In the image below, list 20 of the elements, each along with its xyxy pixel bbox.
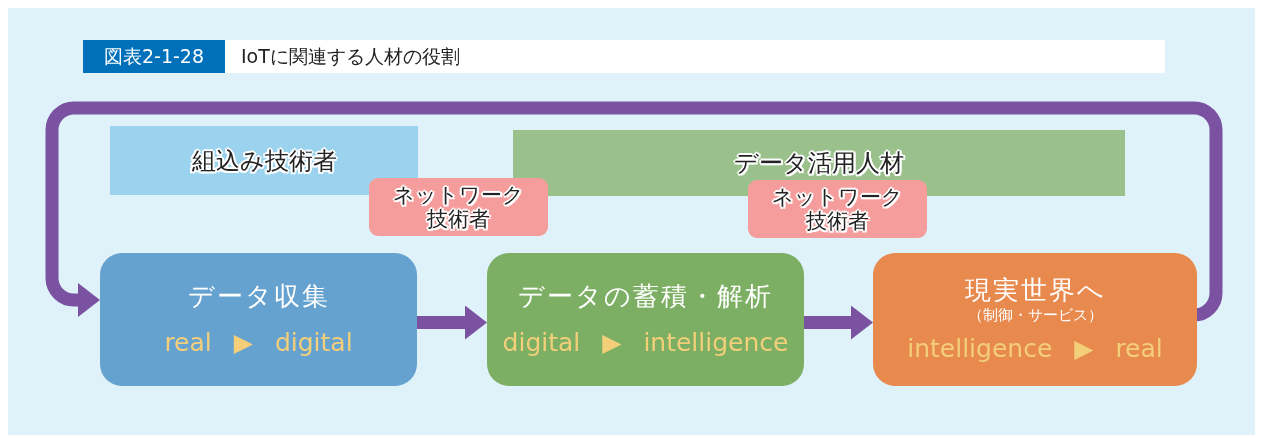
role-name: データ活用人材 — [734, 148, 904, 179]
box-title: 現実世界へ — [964, 274, 1106, 307]
data-flow-text: real ▶ digital — [164, 328, 353, 359]
data-flow-text: intelligence ▶ real — [907, 334, 1163, 365]
box-subtitle: （制御・サービス） — [967, 306, 1103, 325]
process-box — [100, 253, 417, 386]
role-name: ネットワーク技術者 — [392, 182, 525, 232]
role-name: ネットワーク技術者 — [771, 184, 904, 234]
box-title: データ収集 — [187, 280, 330, 313]
role-tag — [748, 180, 927, 238]
process-box — [873, 253, 1197, 386]
role-name: 組込み技術者 — [191, 145, 337, 177]
role-tag — [369, 178, 548, 236]
title: IoTに関連する人材の役割 — [241, 44, 460, 69]
arrow — [804, 305, 873, 340]
process-box — [487, 253, 804, 386]
arrow — [417, 305, 487, 340]
figure-number: 図表2-1-28 — [83, 40, 225, 73]
data-flow-text: digital ▶ intelligence — [502, 328, 789, 359]
box-title: データの蓄積・解析 — [518, 280, 773, 313]
